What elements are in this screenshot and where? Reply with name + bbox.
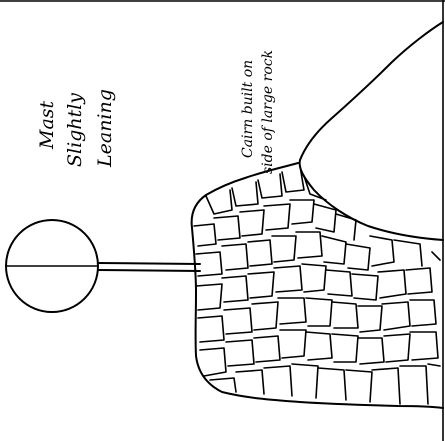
mast-note-line3: Leaning	[94, 89, 116, 168]
topmark	[6, 220, 98, 312]
mast-line-upper	[98, 263, 200, 264]
mast	[98, 263, 200, 271]
cairn-note-line1: Cairn built on	[240, 60, 256, 158]
mast-note: Mast Slightly Leaning	[36, 89, 116, 168]
mast-note-line2: Slightly	[64, 93, 86, 167]
mast-line-lower	[98, 270, 200, 271]
large-rock-outline	[300, 22, 443, 240]
cairn-note-line2: side of large rock	[260, 50, 276, 174]
mast-note-line1: Mast	[36, 100, 58, 150]
cairn-note: Cairn built on side of large rock	[240, 50, 276, 174]
cairn-stones	[194, 166, 440, 404]
